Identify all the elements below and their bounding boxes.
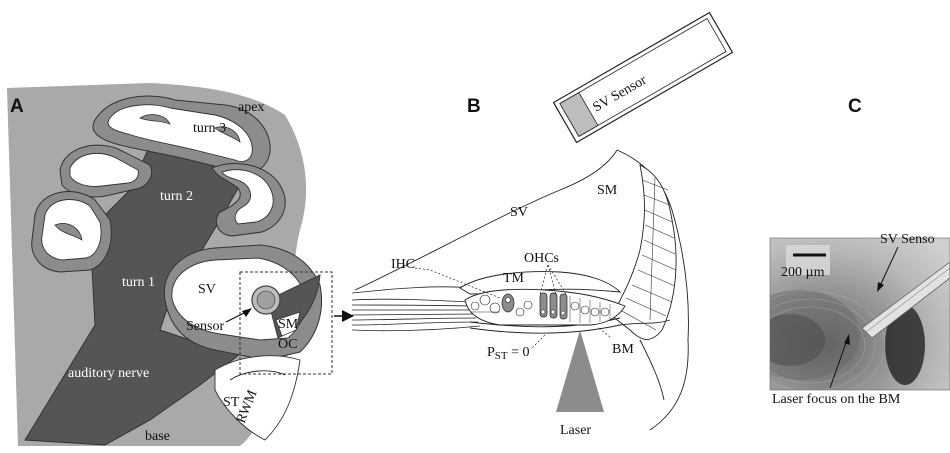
label-base: base [145,429,170,444]
label-oc: OC [278,337,297,352]
label-laser-focus: Laser focus on the BM [772,392,901,407]
panel-label-a: A [10,96,24,117]
label-sv-b: SV [510,205,528,220]
panel-c-photo: C 200 µm SV Senso Laser focus on the [735,96,950,407]
label-laser: Laser [560,423,591,438]
label-sm-a: SM [278,317,299,332]
label-turn-2: turn 2 [160,189,193,204]
label-scale: 200 µm [781,265,825,280]
label-turn-1: turn 1 [122,275,155,290]
panel-label-c: C [848,96,862,117]
label-sm-b: SM [597,183,618,198]
panel-a-cochlea: A apex turn 3 turn 2 turn 1 SV Sensor SM… [7,83,332,446]
label-turn-3: turn 3 [193,121,226,136]
label-sv-a: SV [198,282,216,297]
label-bm: BM [612,342,634,357]
arrow-a-to-b [334,310,354,322]
panel-b-organ-of-corti: SV Sensor [352,13,732,438]
label-auditory-nerve: auditory nerve [68,366,149,381]
label-st: ST [223,395,240,410]
laser-beam [556,330,604,412]
label-ohcs: OHCs [524,251,559,266]
label-tm: TM [503,271,525,286]
label-sensor: Sensor [186,319,224,334]
label-ihc: IHC [391,257,415,272]
label-apex: apex [238,100,264,115]
nerve-fibers [352,287,480,331]
label-sv-sensor-c: SV Senso [880,232,935,247]
panel-label-b: B [467,96,481,117]
label-pst: PST = 0 [487,345,530,362]
